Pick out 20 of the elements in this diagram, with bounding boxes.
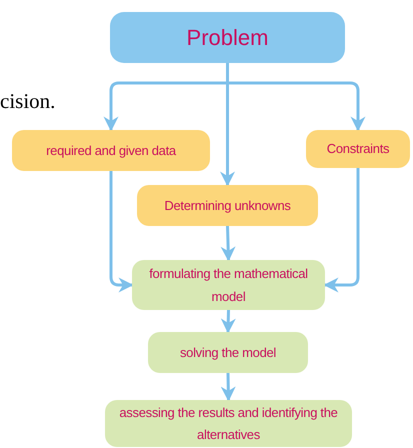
box-label: formulating the mathematical model xyxy=(148,265,309,306)
box-label: Constraints xyxy=(326,140,390,158)
box-label: Problem xyxy=(186,24,268,52)
process-box xyxy=(132,260,325,310)
process-box xyxy=(105,400,352,447)
process-box xyxy=(137,185,318,226)
process-box xyxy=(12,130,210,171)
arrow xyxy=(110,171,134,292)
box-label: assessing the results and identifying the alternatives xyxy=(118,404,339,444)
arrow xyxy=(220,310,236,334)
box-label: Determining unknowns xyxy=(164,196,291,215)
arrow xyxy=(324,168,360,292)
box-label: required and given data xyxy=(46,142,176,160)
arrow xyxy=(220,372,236,402)
box-label: solving the model xyxy=(180,344,276,362)
arrow xyxy=(220,226,236,262)
text-fragment: cision. xyxy=(0,88,56,115)
process-box xyxy=(110,12,345,63)
process-box xyxy=(148,332,308,373)
process-box xyxy=(306,130,410,168)
